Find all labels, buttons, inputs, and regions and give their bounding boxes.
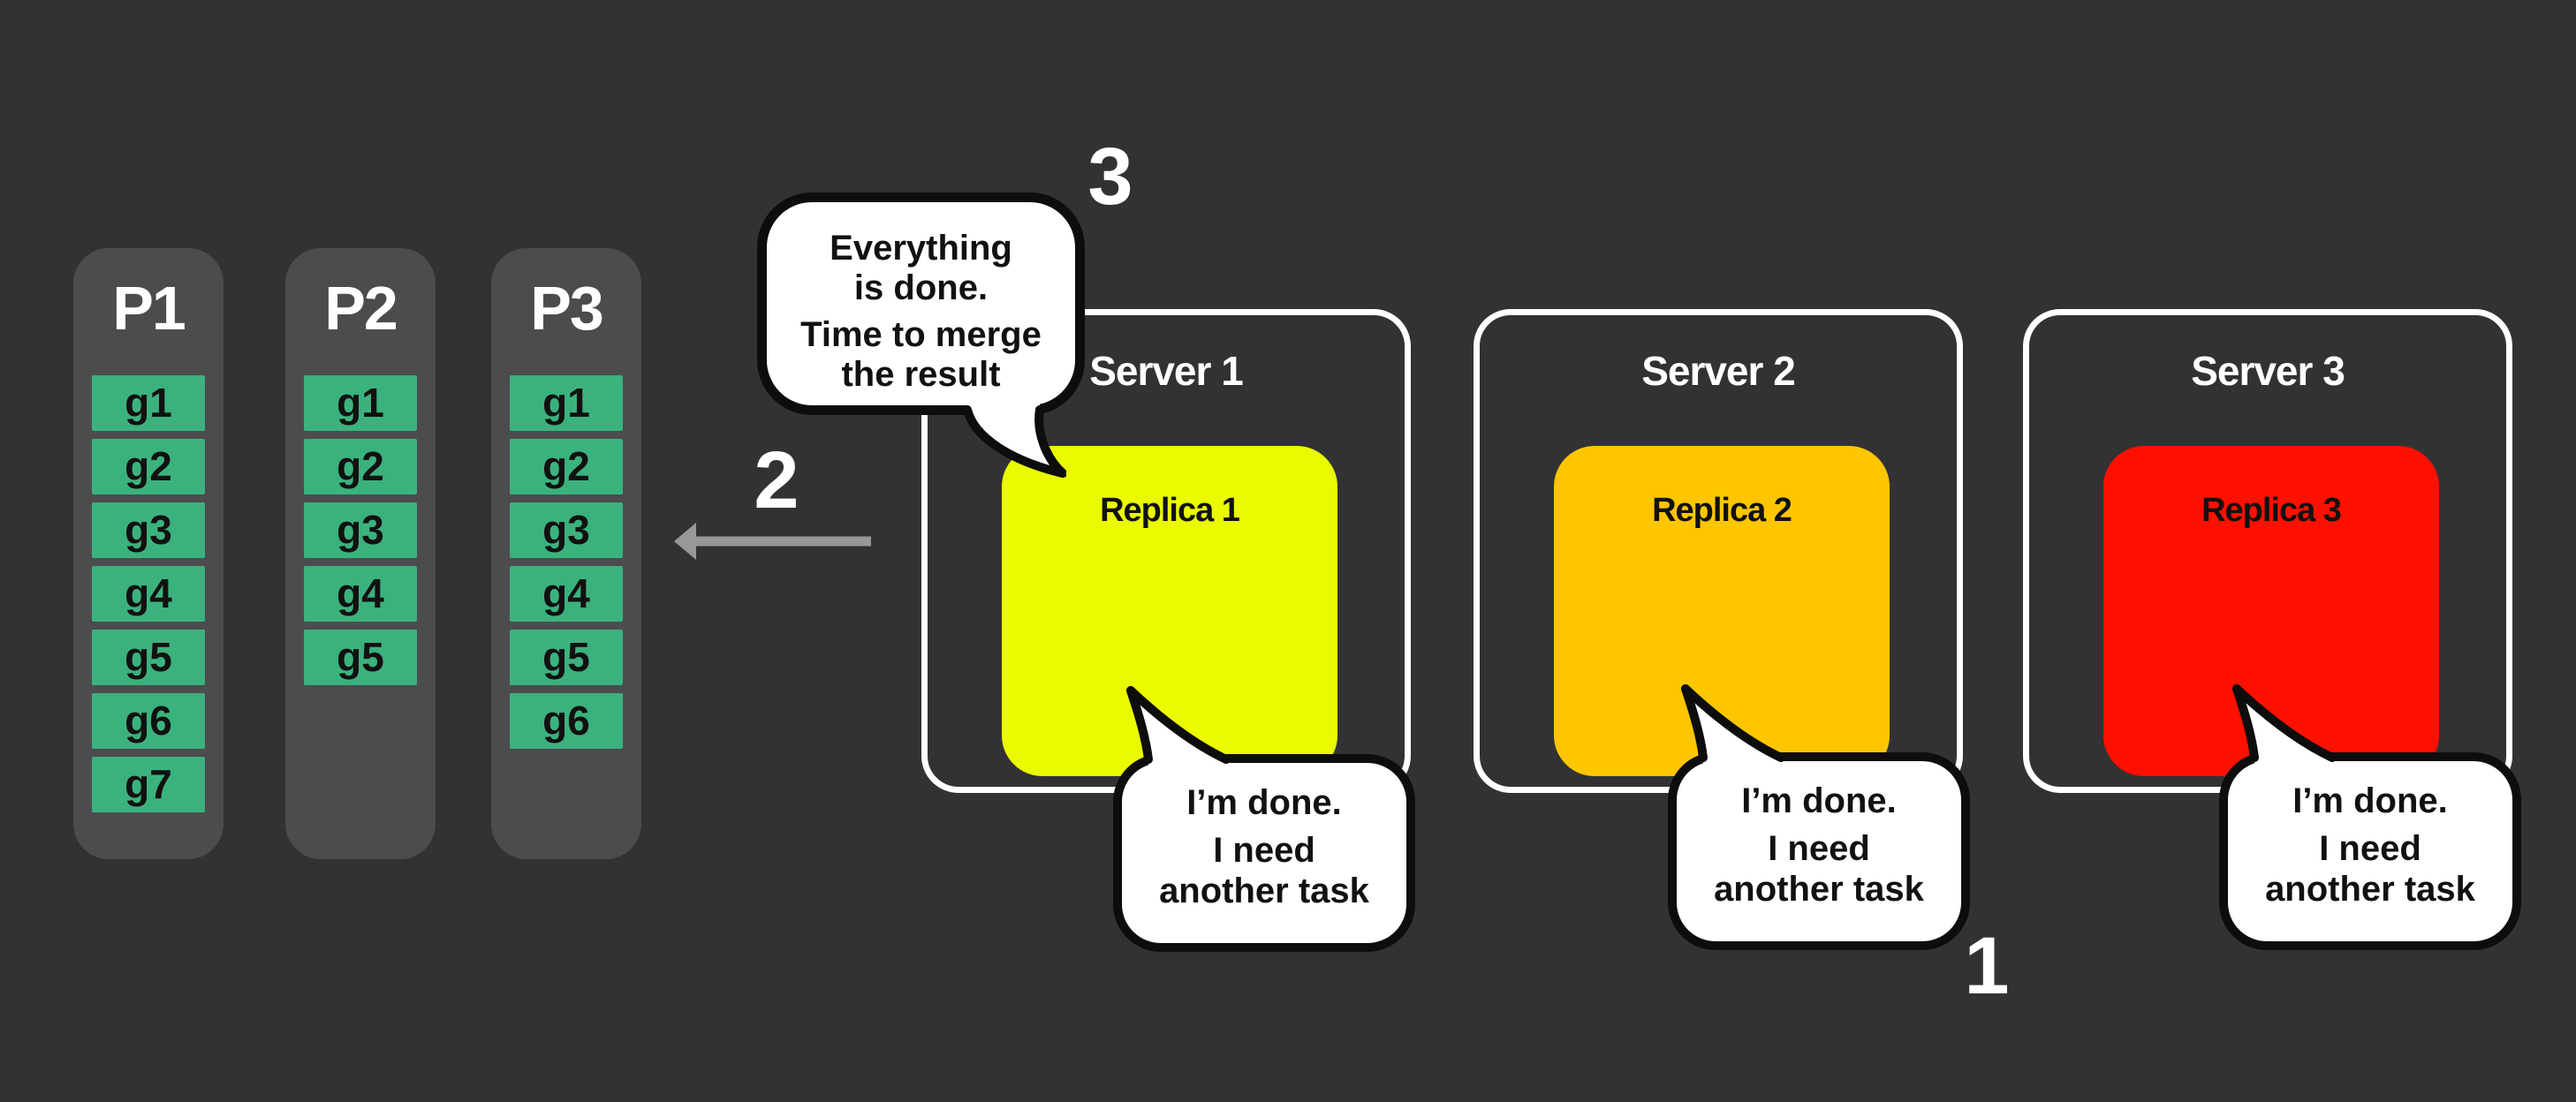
bubble-line: Time to merge (800, 315, 1042, 354)
replica-label: Replica 2 (1652, 492, 1792, 529)
task-block: g2 (304, 439, 417, 494)
partition-column-p3: P3 g1 g2 g3 g4 g5 g6 (491, 248, 641, 859)
task-block: g6 (92, 693, 205, 749)
bubble-line: Everything (830, 229, 1012, 268)
task-block: g2 (510, 439, 623, 494)
step-number-2: 2 (754, 435, 799, 525)
server-title: Server 1 (1089, 348, 1244, 394)
step-number-1: 1 (1964, 921, 2009, 1011)
task-block: g4 (510, 566, 623, 622)
bubble-line: I’m done. (1741, 781, 1897, 820)
partition-label: P3 (530, 274, 604, 343)
partition-column-p2: P2 g1 g2 g3 g4 g5 (285, 248, 436, 859)
server-box-3: Server 3 Replica 3 (2023, 309, 2512, 793)
task-block: g1 (92, 375, 205, 431)
bubble-line: I’m done. (1186, 783, 1342, 822)
task-block: g7 (92, 757, 205, 812)
speech-bubble-server-1: I’m done. I need another task (1113, 754, 1415, 952)
task-block: g1 (304, 375, 417, 431)
task-block: g3 (92, 502, 205, 558)
task-list: g1 g2 g3 g4 g5 g6 (510, 375, 623, 749)
bubble-line: the result (841, 355, 1001, 394)
task-block: g5 (92, 630, 205, 685)
partition-label: P2 (324, 274, 398, 343)
bubble-line: another task (2265, 870, 2475, 909)
bubble-line: is done. (853, 268, 989, 307)
task-list: g1 g2 g3 g4 g5 (304, 375, 417, 685)
bubble-line: I need (1768, 829, 1870, 868)
server-title: Server 2 (1641, 348, 1796, 394)
task-block: g3 (304, 502, 417, 558)
server-title: Server 3 (2191, 348, 2345, 394)
replica-label: Replica 1 (1100, 492, 1240, 529)
speech-bubble-server-2: I’m done. I need another task (1668, 752, 1970, 950)
task-block: g3 (510, 502, 623, 558)
bubble-tail (1681, 684, 1785, 774)
bubble-tail (1126, 686, 1231, 775)
partition-label: P1 (112, 274, 186, 343)
task-block: g2 (92, 439, 205, 494)
bubble-tail (2232, 684, 2337, 774)
task-block: g1 (510, 375, 623, 431)
step-number-3: 3 (1087, 132, 1133, 222)
server-box-1: Server 1 Replica 1 (921, 309, 1411, 793)
task-block: g5 (510, 630, 623, 685)
partition-column-p1: P1 g1 g2 g3 g4 g5 g6 g7 (73, 248, 224, 859)
replica-label: Replica 3 (2201, 492, 2342, 529)
task-block: g4 (304, 566, 417, 622)
task-block: g4 (92, 566, 205, 622)
speech-bubble-merge: Everything is done. Time to merge the re… (757, 192, 1085, 415)
arrow-left-icon (674, 523, 871, 560)
bubble-line: another task (1714, 870, 1924, 909)
replica-box-3: Replica 3 (2103, 446, 2439, 776)
bubble-line: I need (2319, 829, 2421, 868)
bubble-line: another task (1159, 872, 1369, 910)
task-block: g5 (304, 630, 417, 685)
task-block: g6 (510, 693, 623, 749)
bubble-line: I’m done. (2292, 781, 2448, 820)
bubble-tail (963, 403, 1066, 478)
task-list: g1 g2 g3 g4 g5 g6 g7 (92, 375, 205, 812)
replica-box-1: Replica 1 (1002, 446, 1337, 776)
bubble-line: I need (1213, 831, 1315, 870)
speech-bubble-server-3: I’m done. I need another task (2219, 752, 2521, 950)
